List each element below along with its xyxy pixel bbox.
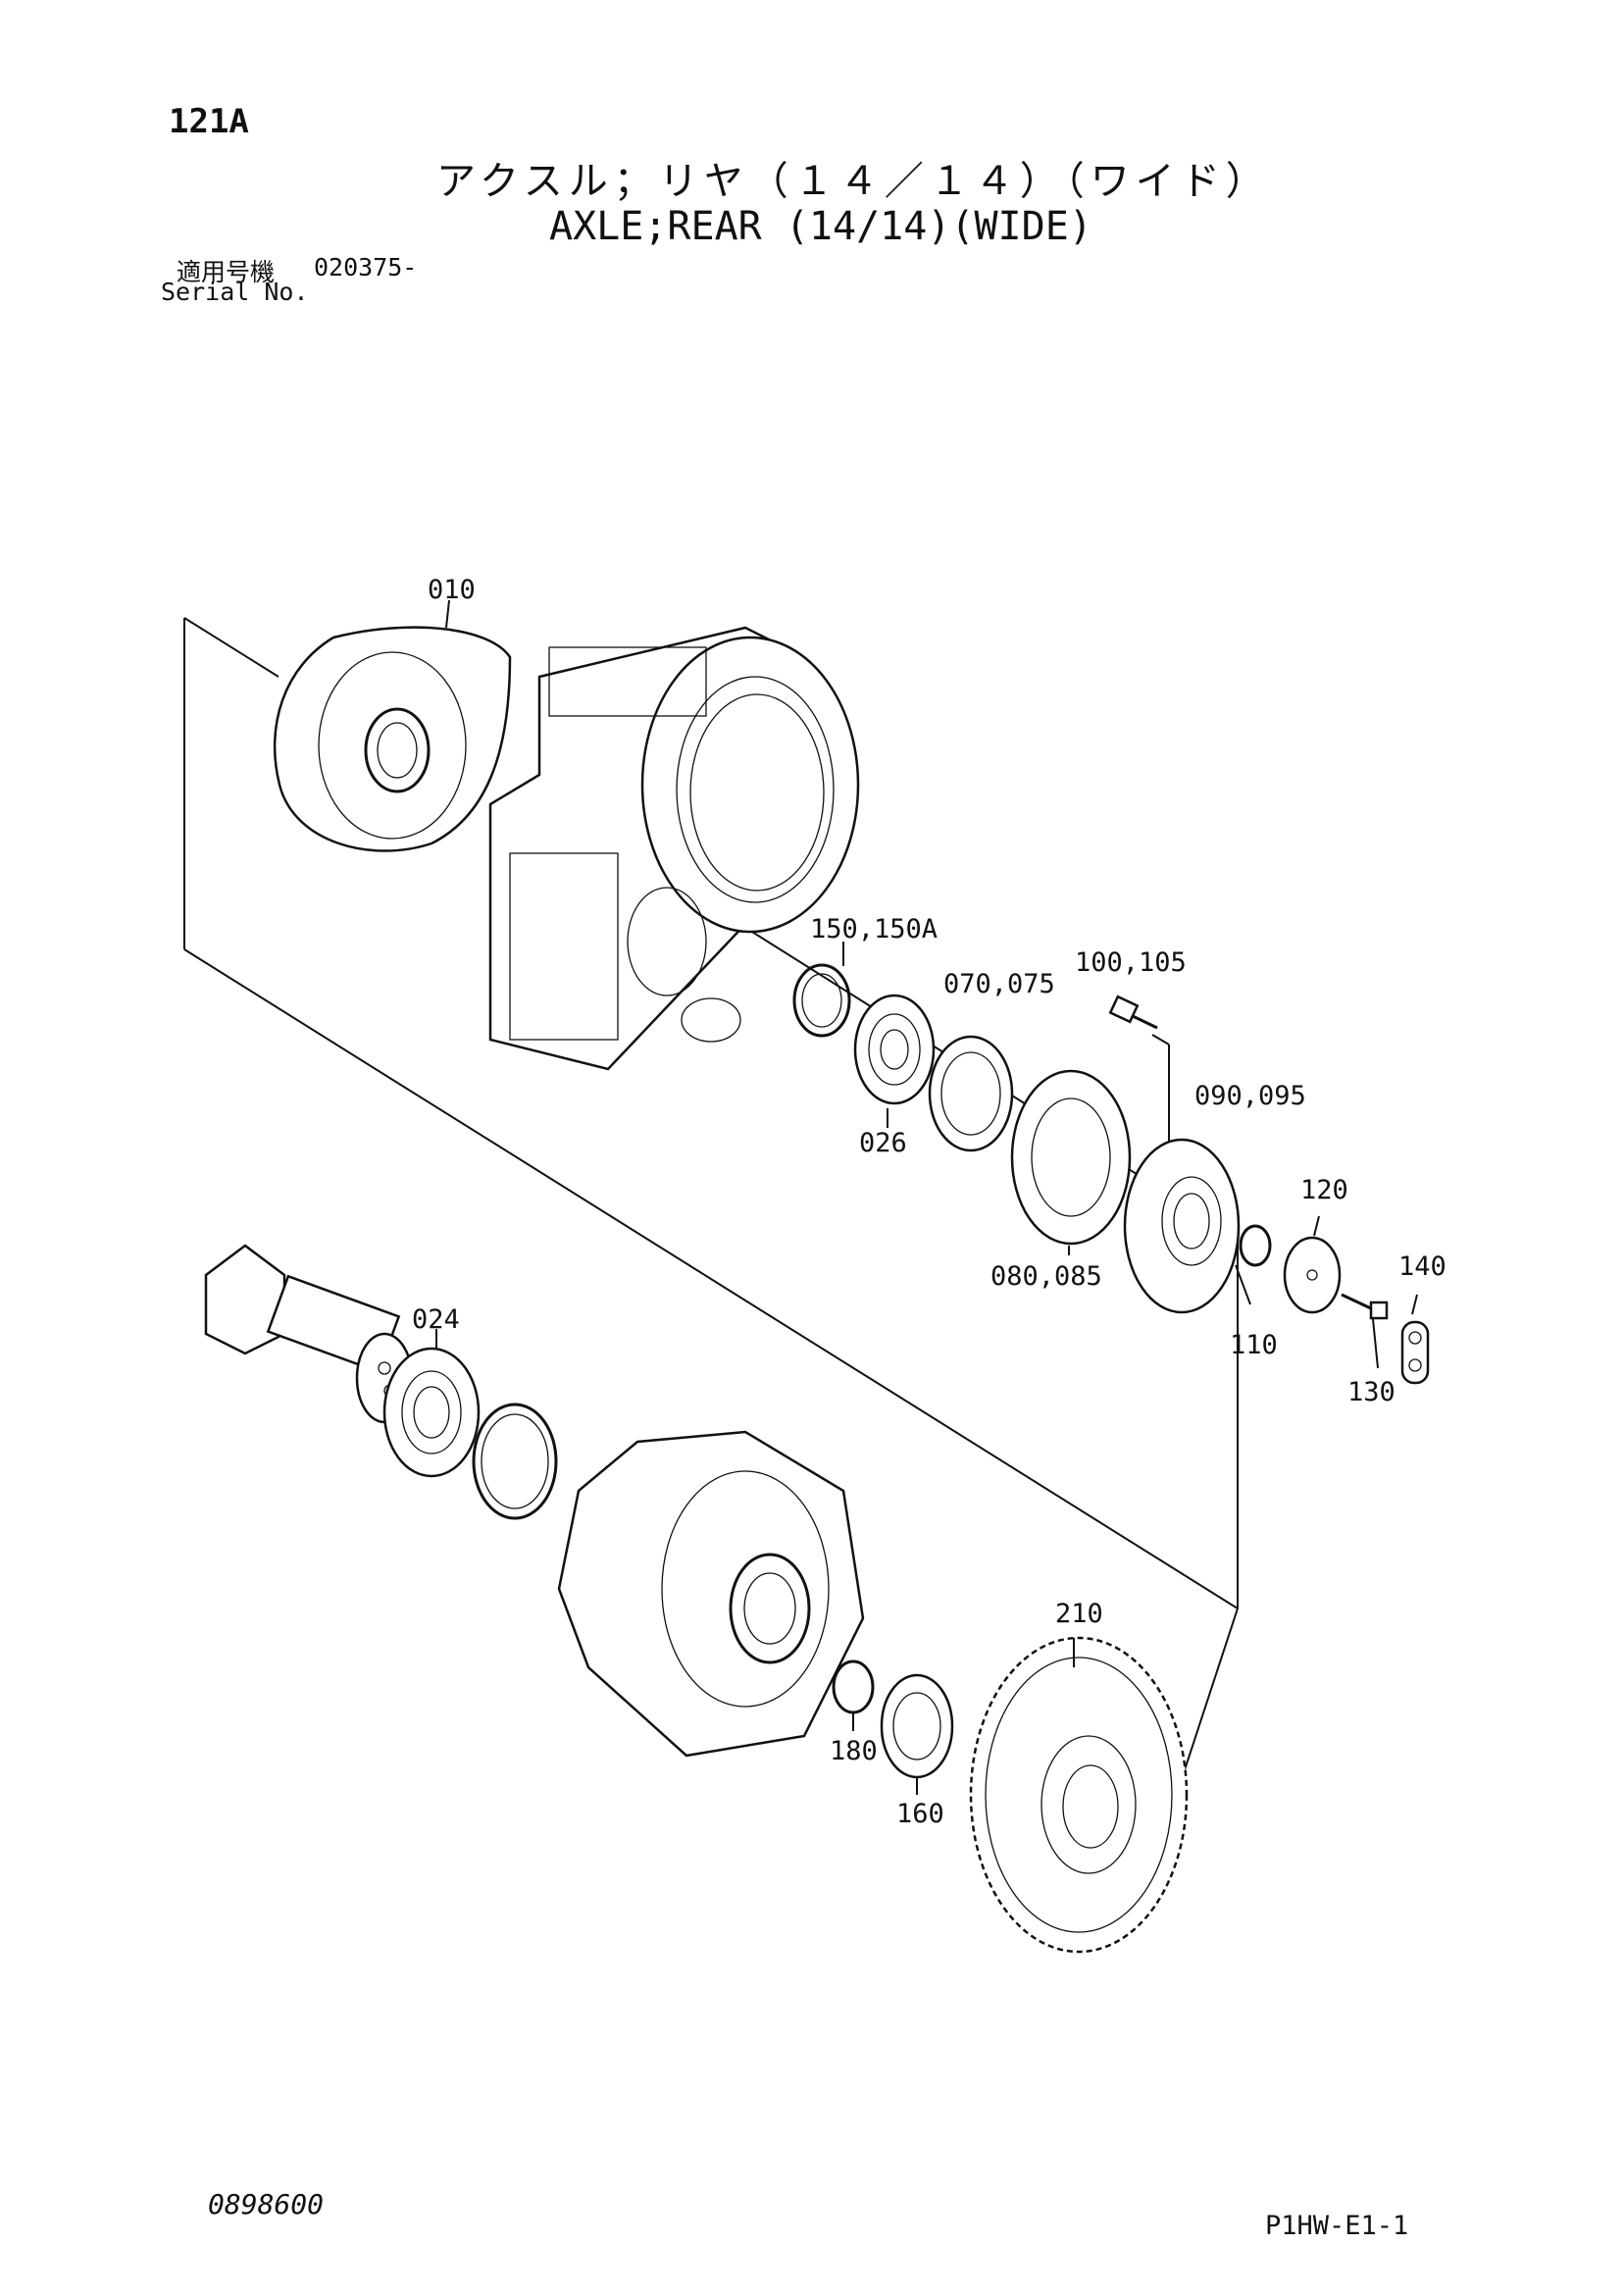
- gear-210[interactable]: [969, 1636, 1189, 1954]
- differential-carrier: [557, 1430, 865, 1758]
- plate-120[interactable]: [1283, 1236, 1342, 1314]
- part-label-180: 180: [830, 1736, 878, 1766]
- bearing-160[interactable]: [880, 1673, 954, 1779]
- part-label-160: 160: [896, 1799, 944, 1829]
- bearing-024[interactable]: [382, 1347, 481, 1478]
- part-label-024: 024: [412, 1304, 460, 1335]
- page-title-jp: アクスル；リヤ（１４／１４）（ワイド）: [436, 159, 1271, 204]
- bolt-130[interactable]: [1341, 1293, 1389, 1320]
- leader-lines: [435, 942, 1418, 1795]
- part-label-120: 120: [1300, 1175, 1348, 1205]
- document-code: 0898600: [208, 2188, 325, 2220]
- serial-label-en: Serial No.: [161, 278, 309, 306]
- part-label-026: 026: [859, 1128, 907, 1158]
- serial-value: 020375-: [314, 253, 418, 281]
- dust-cover-080[interactable]: [1010, 1069, 1132, 1246]
- page-number: 121A: [169, 102, 249, 141]
- o-ring-110[interactable]: [1239, 1224, 1272, 1267]
- part-label-210: 210: [1055, 1599, 1103, 1629]
- pinion-shaft: [204, 1244, 414, 1424]
- bearing-026[interactable]: [853, 994, 936, 1105]
- sheet-code: P1HW-E1-1: [1265, 2211, 1409, 2241]
- part-label-080: 080,085: [990, 1261, 1102, 1292]
- oil-seal-070[interactable]: [928, 1035, 1014, 1152]
- part-label-100: 100,105: [1075, 947, 1187, 978]
- lock-plate-140[interactable]: [1400, 1320, 1430, 1385]
- bolt-100[interactable]: [1108, 995, 1170, 1177]
- axle-housing: [488, 626, 860, 1071]
- serial-label-jp: 適用号機: [177, 258, 276, 286]
- part-label-070: 070,075: [943, 969, 1055, 999]
- part-labels: 010 150,150A 100,105 070,075 090,095 026…: [412, 575, 1446, 1829]
- o-ring-180[interactable]: [832, 1659, 875, 1714]
- part-label-140: 140: [1398, 1251, 1446, 1282]
- part-label-150: 150,150A: [810, 914, 938, 944]
- part-label-130: 130: [1347, 1377, 1396, 1407]
- part-label-010: 010: [428, 575, 476, 605]
- snap-ring-150[interactable]: [792, 963, 851, 1038]
- flange-090[interactable]: [1123, 1138, 1241, 1314]
- page-title-en: AXLE;REAR (14/14)(WIDE): [549, 204, 1092, 249]
- part-label-090: 090,095: [1194, 1081, 1306, 1111]
- part-label-110: 110: [1230, 1330, 1278, 1360]
- ring-seal: [472, 1403, 558, 1520]
- cover-plate-010[interactable]: [273, 599, 512, 852]
